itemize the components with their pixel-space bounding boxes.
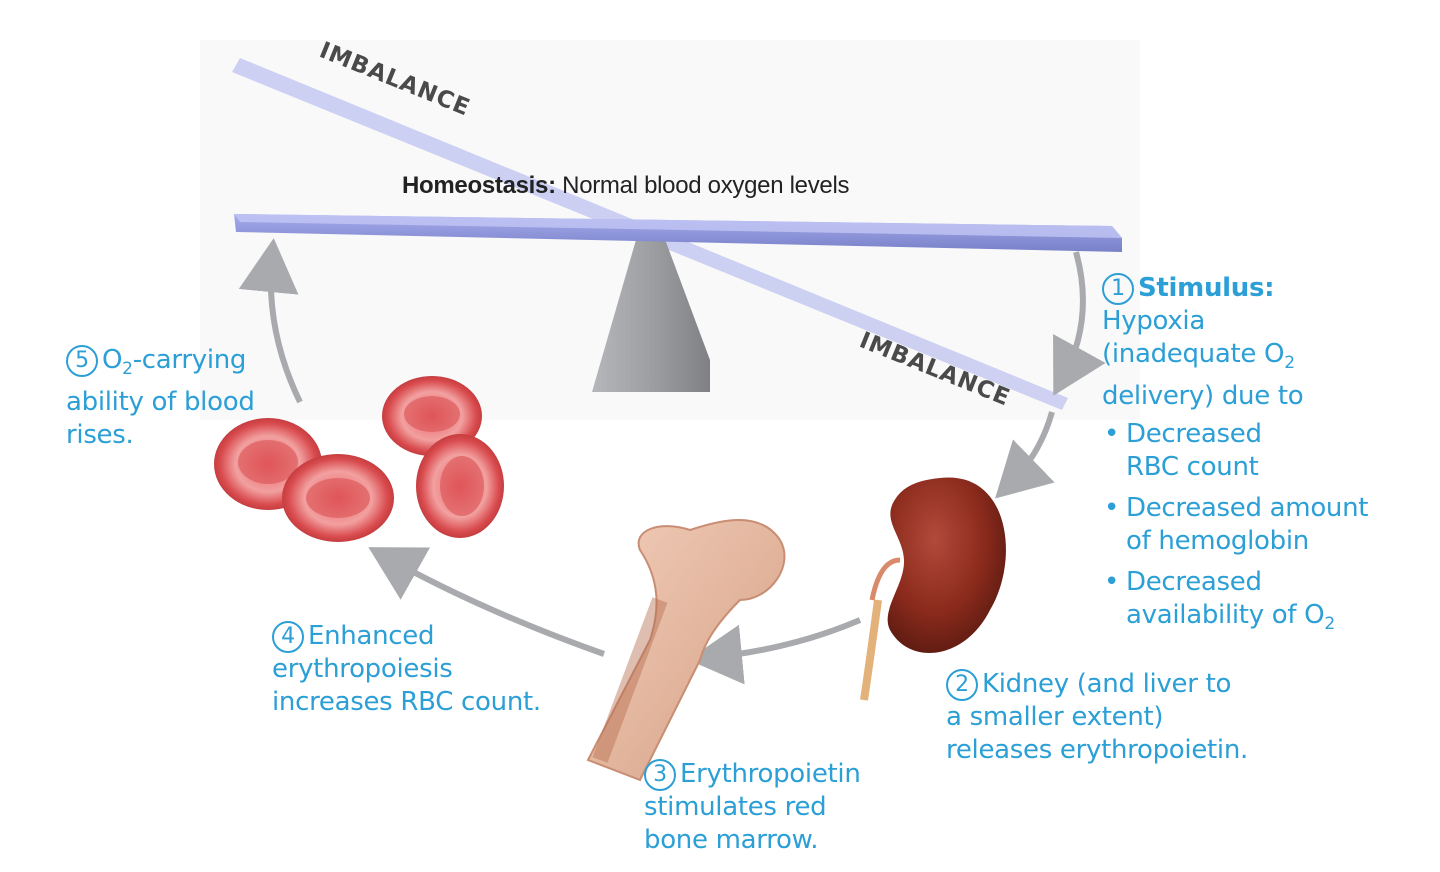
step-number-5: 5: [66, 345, 98, 377]
rbc-center: [238, 440, 298, 484]
bullet-text: availability of O2: [1126, 599, 1422, 641]
step-1-line: (inadequate O2: [1102, 338, 1422, 380]
femur: [586, 519, 786, 782]
step-1-heading: Stimulus:: [1138, 273, 1275, 303]
step-number-4: 4: [272, 621, 304, 653]
bone-icon: [586, 519, 786, 782]
rbc-center: [440, 456, 484, 516]
homeostasis-title: Homeostasis: Normal blood oxygen levels: [402, 172, 849, 200]
rbc-center: [404, 396, 460, 432]
bullet-text: Decreased: [1126, 567, 1262, 598]
step-1-line: delivery) due to: [1102, 381, 1304, 412]
bone-marrow-cavity: [592, 597, 668, 763]
seesaw-fulcrum: [592, 226, 710, 392]
kidney-icon: [860, 477, 1006, 701]
step-3-line: Erythropoietin: [680, 759, 861, 789]
bullet-text-part: availability of O: [1126, 600, 1325, 631]
rbc-center: [306, 478, 370, 518]
renal-vessel: [869, 557, 901, 601]
step-1-text: (inadequate O: [1102, 339, 1285, 369]
balance-beam-top: [234, 214, 1122, 238]
step-1-line: Hypoxia: [1102, 306, 1205, 336]
step-4-line: Enhanced: [308, 621, 435, 651]
ureter: [860, 599, 882, 701]
subscript-2: 2: [1324, 614, 1335, 635]
step-number-3: 3: [644, 759, 676, 791]
step-5-line: rises.: [66, 420, 134, 451]
step-4-line: erythropoiesis: [272, 654, 453, 684]
arrow-kidney-to-bone: [688, 617, 862, 685]
step-3-line: bone marrow.: [644, 825, 819, 855]
arrow-beam-to-stimulus: [1053, 251, 1106, 396]
homeostasis-bold: Homeostasis:: [402, 172, 556, 199]
step-number-2: 2: [946, 669, 978, 701]
step-5-line: ability of blood: [66, 387, 255, 418]
step-2-line: a smaller extent): [946, 702, 1164, 732]
homeostasis-text: Normal blood oxygen levels: [555, 172, 850, 199]
kidney-body: [887, 477, 1006, 653]
step-4-line: increases RBC count.: [272, 687, 541, 717]
step-5-text: -carrying: [132, 345, 247, 375]
arrow-bone-to-rbc: [368, 547, 606, 657]
arrow-stimulus-to-kidney: [995, 411, 1055, 499]
subscript-2: 2: [122, 359, 133, 380]
step-2-line: Kidney (and liver to: [982, 669, 1232, 699]
step-number-1: 1: [1102, 273, 1134, 305]
bullet-text: RBC count: [1126, 452, 1259, 483]
bullet-text: Decreased amount: [1126, 493, 1369, 524]
bullet-text: Decreased: [1126, 419, 1262, 450]
subscript-2: 2: [1284, 353, 1295, 374]
red-blood-cells: [214, 376, 504, 542]
step-5-text: O: [102, 345, 123, 375]
arrow-rbc-to-beam: [238, 238, 303, 404]
step-3-line: stimulates red: [644, 792, 827, 822]
bullet-text: of hemoglobin: [1126, 526, 1309, 557]
step-2-line: releases erythropoietin.: [946, 735, 1248, 765]
